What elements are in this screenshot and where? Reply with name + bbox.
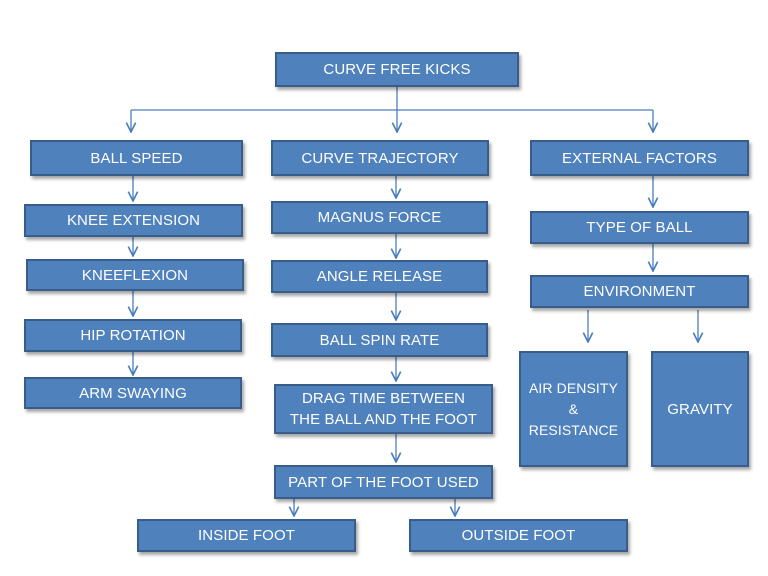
node-label: TYPE OF BALL — [586, 219, 693, 236]
node-label: ANGLE RELEASE — [316, 268, 443, 285]
node-label: PART OF THE FOOT USED — [288, 473, 479, 491]
node-part-of-foot-used: PART OF THE FOOT USED — [274, 465, 493, 499]
node-gravity: GRAVITY — [651, 351, 749, 467]
node-ball-speed: BALL SPEED — [30, 140, 243, 176]
node-label: HIP ROTATION — [80, 327, 186, 344]
node-label: MAGNUS FORCE — [317, 209, 442, 226]
node-air-density-resistance: AIR DENSITY & RESISTANCE — [519, 351, 628, 467]
node-label: CURVE TRAJECTORY — [301, 149, 459, 167]
root-node-curve-free-kicks: CURVE FREE KICKS — [275, 52, 519, 87]
node-outside-foot: OUTSIDE FOOT — [409, 519, 628, 552]
node-drag-time: DRAG TIME BETWEEN THE BALL AND THE FOOT — [274, 384, 493, 434]
node-kneeflexion: KNEEFLEXION — [26, 259, 244, 291]
node-ball-spin-rate: BALL SPIN RATE — [271, 323, 488, 357]
node-angle-release: ANGLE RELEASE — [271, 260, 488, 293]
node-external-factors: EXTERNAL FACTORS — [530, 140, 749, 176]
node-label: ENVIRONMENT — [583, 283, 696, 300]
node-label: GRAVITY — [667, 400, 733, 418]
node-curve-trajectory: CURVE TRAJECTORY — [271, 140, 489, 176]
node-label: KNEEFLEXION — [81, 266, 189, 284]
node-hip-rotation: HIP ROTATION — [24, 319, 242, 352]
node-label-line-2: & — [568, 400, 579, 417]
node-arm-swaying: ARM SWAYING — [24, 377, 242, 409]
node-environment: ENVIRONMENT — [530, 275, 749, 308]
node-label: INSIDE FOOT — [198, 527, 295, 544]
node-knee-extension: KNEE EXTENSION — [24, 204, 243, 237]
node-label: OUTSIDE FOOT — [461, 527, 576, 544]
node-label-line-3: RESISTANCE — [528, 421, 619, 438]
node-label: BALL SPEED — [90, 149, 183, 167]
node-label: ARM SWAYING — [79, 384, 187, 402]
root-node-label: CURVE FREE KICKS — [323, 61, 471, 78]
node-label: EXTERNAL FACTORS — [562, 149, 717, 167]
node-label-line-1: DRAG TIME BETWEEN — [301, 390, 466, 407]
node-type-of-ball: TYPE OF BALL — [530, 211, 749, 244]
node-label-line-2: THE BALL AND THE FOOT — [289, 411, 478, 428]
node-label: KNEE EXTENSION — [66, 212, 201, 229]
node-label: BALL SPIN RATE — [319, 331, 440, 349]
node-label-line-1: AIR DENSITY — [528, 379, 618, 396]
node-magnus-force: MAGNUS FORCE — [271, 201, 488, 234]
node-inside-foot: INSIDE FOOT — [137, 519, 356, 552]
